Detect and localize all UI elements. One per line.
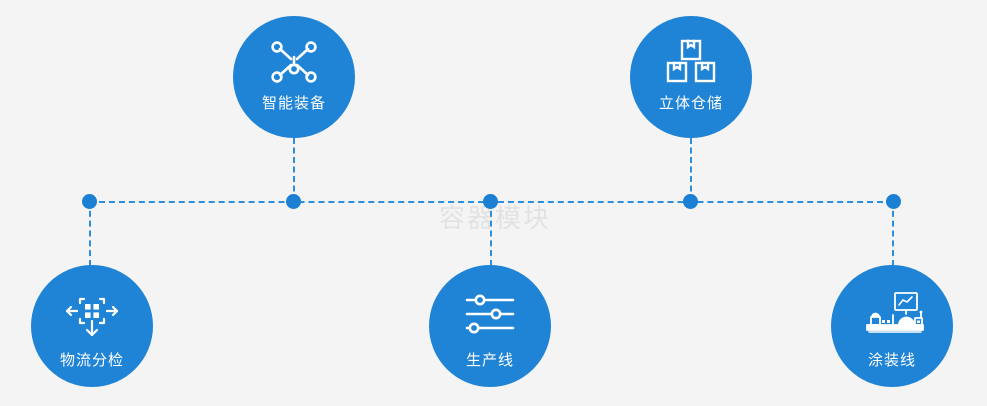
- stacked-boxes-icon: [664, 38, 718, 86]
- connector-intelligent-equipment: [293, 138, 295, 201]
- node-label-intelligent-equipment: 智能装备: [261, 95, 326, 112]
- node-label-painting-line: 涂装线: [867, 352, 916, 369]
- node-label-production-line: 生产线: [465, 352, 514, 369]
- node-label-logistics-sorting: 物流分检: [59, 352, 124, 369]
- connector-production-line: [490, 201, 492, 266]
- network-nodes-icon: [267, 38, 321, 86]
- junction-dot-production-line: [483, 194, 498, 209]
- connector-stereo-warehouse: [690, 138, 692, 201]
- junction-dot-stereo-warehouse: [683, 194, 698, 209]
- node-painting-line[interactable]: 涂装线: [831, 265, 953, 387]
- node-production-line[interactable]: 生产线: [429, 265, 551, 387]
- connector-painting-line: [892, 201, 894, 266]
- connector-logistics-sorting: [89, 201, 91, 266]
- junction-dot-right: [886, 194, 901, 209]
- junction-dot-left: [82, 194, 97, 209]
- node-logistics-sorting[interactable]: 物流分检: [31, 265, 153, 387]
- sorting-scan-arrows-icon: [65, 291, 119, 339]
- node-intelligent-equipment[interactable]: 智能装备: [233, 16, 355, 138]
- sliders-icon: [463, 291, 517, 339]
- factory-machine-icon: [865, 291, 924, 339]
- junction-dot-intelligent-equipment: [286, 194, 301, 209]
- node-label-stereo-warehouse: 立体仓储: [658, 95, 723, 112]
- node-stereo-warehouse[interactable]: 立体仓储: [630, 16, 752, 138]
